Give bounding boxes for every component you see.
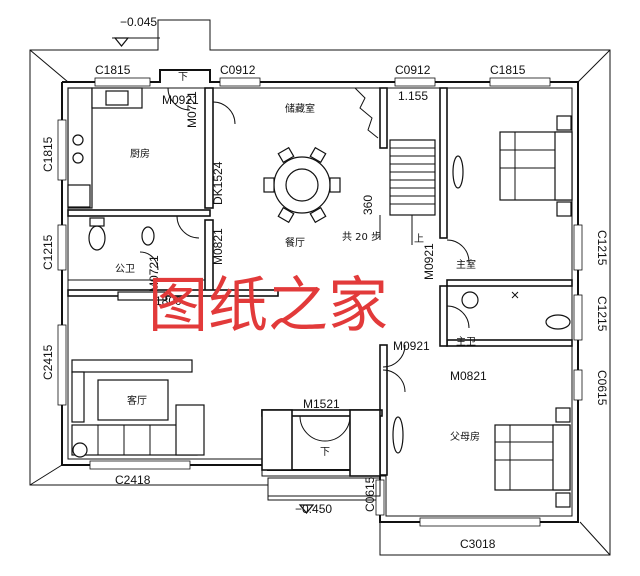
window-top-right — [489, 77, 551, 87]
public-bath-fixtures — [68, 217, 205, 281]
down-marker: 下 — [178, 72, 188, 83]
elevation-top-left: −0.045 — [120, 15, 157, 29]
room-label: 厨房 — [130, 147, 150, 160]
door-label: M0821 — [450, 369, 487, 383]
door-label: M0721 — [147, 255, 161, 292]
elevation-marker-icon — [298, 504, 315, 514]
watermark: 图纸之家 — [148, 271, 388, 341]
window-label: C1815 — [490, 63, 526, 77]
room-label: 餐厅 — [285, 236, 305, 249]
door-label: DK1524 — [211, 161, 225, 205]
sink-icon — [105, 90, 129, 106]
sofa-icon — [71, 291, 205, 458]
door-label: M0821 — [211, 228, 225, 265]
door-label: M0921 — [422, 243, 436, 280]
elevation-stair: 1.155 — [398, 89, 428, 103]
window-label: C1215 — [595, 230, 609, 266]
window-left-bottom — [57, 324, 67, 406]
window-bottom-left — [89, 460, 191, 470]
master-bath-fixtures — [461, 291, 571, 330]
basin-icon — [141, 226, 155, 246]
stair-steps-label: 共 20 步 — [342, 231, 381, 243]
room-label: 客厅 — [127, 394, 147, 407]
fridge-icon — [67, 184, 91, 208]
stove-burner-icon — [72, 134, 84, 146]
room-label: 公卫 — [115, 264, 135, 275]
door-swings — [139, 87, 470, 442]
window-label: C0912 — [395, 63, 431, 77]
door-label: M0921 — [393, 339, 430, 353]
window-left-mid — [57, 224, 67, 271]
entry-step — [112, 37, 381, 514]
up-marker: 上 — [414, 233, 424, 245]
window-label: C2415 — [41, 344, 55, 380]
window-label: C1215 — [41, 234, 55, 270]
elevation-marker-icon — [113, 37, 130, 47]
room-label: 主卫 — [456, 336, 476, 348]
door-label: M0921 — [162, 93, 199, 107]
wardrobe-icon — [452, 155, 464, 189]
eave-outline — [29, 19, 611, 556]
parents-bed-icon — [392, 407, 571, 508]
toilet-icon — [88, 225, 106, 251]
tv-cabinet — [117, 291, 167, 301]
door-label: M0721 — [185, 91, 199, 128]
room-label: 主室 — [456, 258, 476, 271]
window-left-top — [57, 119, 67, 181]
window-right-bottom — [573, 369, 583, 401]
window-label: C0615 — [363, 476, 377, 512]
stove-burner-icon — [72, 152, 84, 164]
labels: −0.045 −0.450 1.155 C1815 C0912 C0912 C1… — [41, 15, 609, 551]
stair-height-label: 360 — [361, 195, 375, 215]
basin-icon — [461, 291, 479, 309]
window-label: C2418 — [115, 473, 151, 487]
interior-walls — [67, 87, 573, 477]
window-label: C0615 — [595, 370, 609, 406]
window-right-mid — [573, 294, 583, 341]
window-label: C1815 — [95, 63, 131, 77]
room-label: 储藏室 — [285, 102, 315, 115]
window-label: C3018 — [460, 537, 496, 551]
window-label: C1815 — [41, 136, 55, 172]
master-bed-icon — [452, 115, 573, 217]
window-right-top — [573, 224, 583, 271]
window-label: C1215 — [595, 296, 609, 332]
dining-table-icon — [263, 146, 341, 224]
elevation-entry: −0.450 — [295, 502, 332, 516]
window-top-mid-right — [394, 77, 436, 87]
window-label: C0912 — [220, 63, 256, 77]
room-label: 父母房 — [450, 430, 480, 443]
window-top-left — [94, 77, 151, 87]
wardrobe-icon — [392, 416, 404, 454]
corridor-dim: 1800 — [155, 294, 182, 308]
window-bottom-right — [419, 517, 541, 527]
down-marker: 下 — [320, 447, 330, 458]
kitchen-counter — [67, 87, 143, 209]
windows — [57, 77, 583, 527]
window-top-mid-left — [219, 77, 261, 87]
door-label: M1521 — [303, 397, 340, 411]
staircase — [354, 87, 436, 245]
toilet-icon — [545, 314, 571, 330]
